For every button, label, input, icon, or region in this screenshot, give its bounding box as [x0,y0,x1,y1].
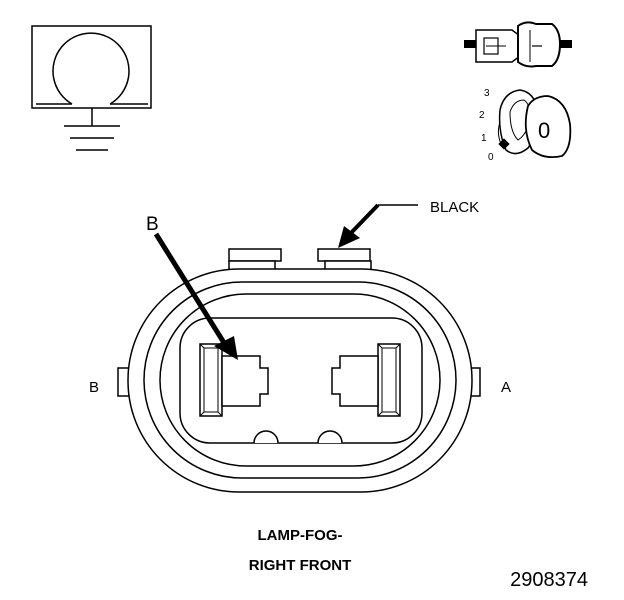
pointer-arrow-b [153,232,238,360]
key-position-3: 3 [484,88,490,99]
side-label-b: B [89,379,99,396]
pointer-arrow-black [338,203,418,248]
key-position-0: 0 [488,152,494,163]
lamp-symbol-icon [31,25,152,109]
key-letter: 0 [538,118,550,143]
ground-icon [64,108,120,151]
terminal-cavity-a [331,343,401,417]
figure-number: 2908374 [510,569,588,591]
ignition-key-icon: 3 2 1 0 0 [479,88,572,163]
connector-face [117,248,481,493]
connector-title-line1: LAMP-FOG- [258,527,343,544]
key-position-2: 2 [479,110,485,121]
pointer-label-b: B [146,214,159,235]
connector-side-view-icon [464,21,572,68]
side-label-a: A [501,379,511,396]
color-label: BLACK [430,199,479,216]
key-position-1: 1 [481,133,487,144]
terminal-cavity-b [199,343,269,417]
connector-title-line2: RIGHT FRONT [249,557,352,574]
